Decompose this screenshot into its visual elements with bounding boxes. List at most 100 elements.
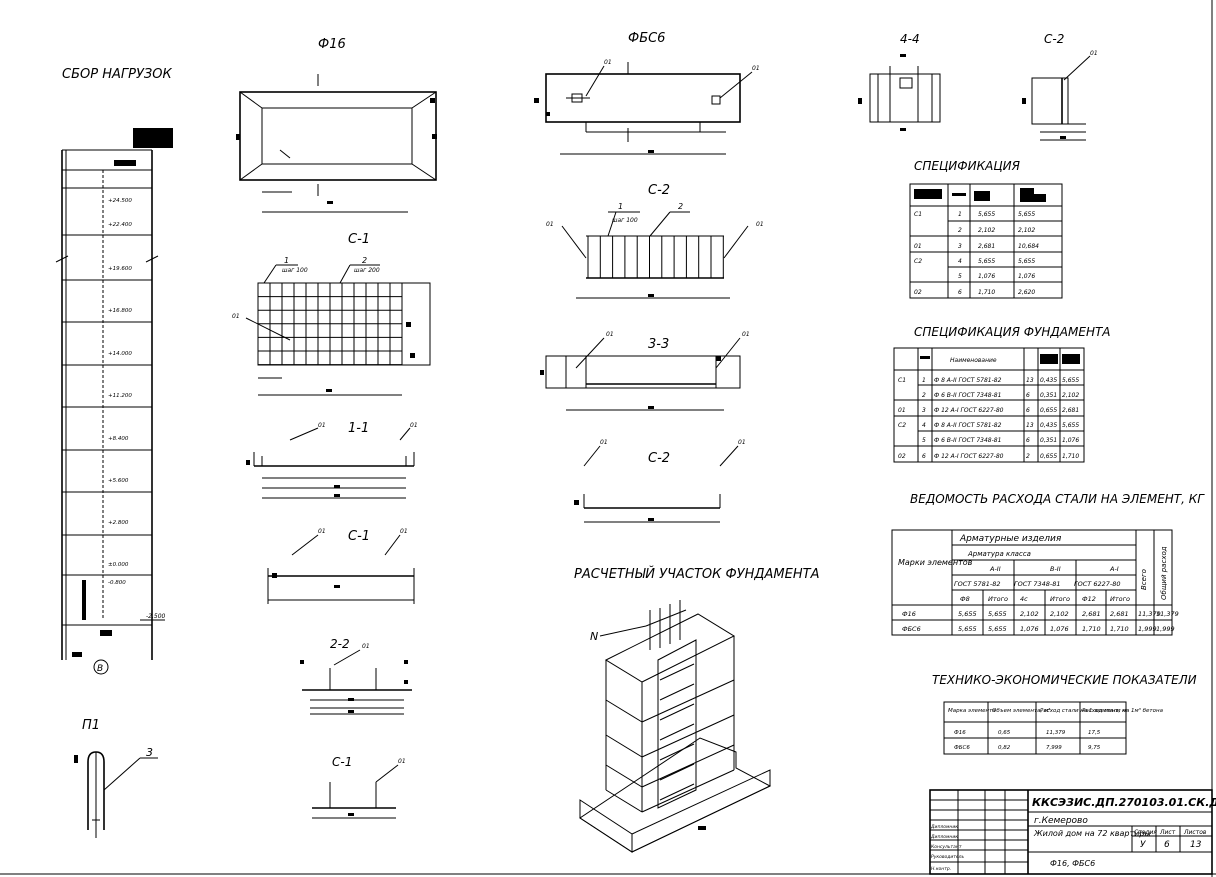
spec-cell: 3 — [958, 243, 962, 250]
spec-f-cell: 13 — [1026, 422, 1034, 429]
steel-cell: 1,076 — [1020, 625, 1039, 633]
spec-f-cell: 1,076 — [1062, 437, 1079, 444]
spec-f-cell: Ф 8 А-II ГОСТ 5781-82 — [934, 422, 1002, 429]
spec-f-cell: 0,435 — [1040, 422, 1057, 429]
callout-label: 01 — [398, 758, 406, 765]
spec-f-cell: 3 — [922, 407, 926, 414]
steel-gost: ГОСТ 6227-80 — [1074, 580, 1120, 588]
steel-sub: Итого — [988, 595, 1008, 603]
title-f16: Ф16 — [318, 37, 346, 52]
spec-f-cell: 1,710 — [1062, 453, 1079, 460]
c2-top: 01 — [1022, 50, 1098, 141]
stamp-role: Руководитель — [931, 854, 965, 860]
callout-label: 01 — [318, 528, 326, 535]
title-fbs6: ФБС6 — [628, 31, 665, 46]
stamp-sheet: 6 — [1164, 840, 1170, 850]
title-s11: 1-1 — [348, 421, 369, 436]
spec-cell: 1,076 — [1018, 273, 1035, 280]
level-mark: +22.400 — [108, 222, 132, 228]
title-loads: СБОР НАГРУЗОК — [62, 67, 172, 82]
callout-label: 01 — [1090, 50, 1098, 57]
steel-gost: ГОСТ 7348-81 — [1014, 580, 1060, 588]
spec-f-cell: 13 — [1026, 377, 1034, 384]
tep-cell: Ф16 — [954, 730, 966, 736]
steel-total-header: Всего — [1140, 569, 1148, 590]
callout-label: 01 — [604, 59, 612, 66]
spec-cell: 5,655 — [978, 258, 995, 265]
section-2-2: 01 — [300, 643, 412, 715]
tep-cell: 17,5 — [1088, 730, 1101, 736]
pos-label: 2 — [678, 202, 683, 211]
c1-mesh: 1 шаг 100 2 шаг 200 01 — [232, 256, 431, 396]
section-1-1: 01 01 — [246, 422, 418, 499]
steel-cell: 2,102 — [1020, 610, 1039, 618]
stamp-sheets-head: Листов — [1183, 829, 1207, 836]
spec-cell: 1,710 — [978, 289, 995, 296]
spec-f-cell: 0,655 — [1040, 407, 1057, 414]
title-c2-mid: С-2 — [648, 183, 670, 198]
roof-parapet — [133, 128, 173, 148]
title-c1-mesh: С-1 — [348, 232, 370, 247]
title-c1-bottom: С-1 — [332, 755, 352, 769]
p1-position: 3 — [146, 746, 153, 759]
level-mark: +19.600 — [108, 266, 132, 272]
f16-plan — [236, 74, 437, 213]
spec-cell: 5,655 — [1018, 211, 1035, 218]
pos-label: 1 — [284, 256, 289, 265]
steel-table: Марки элементов Арматурные изделия Армат… — [891, 529, 1179, 636]
title-plot: РАСЧЕТНЫЙ УЧАСТОК ФУНДАМЕНТА — [574, 566, 819, 582]
spec-cell: 6 — [958, 289, 962, 296]
spec-f-cell: 2 — [1026, 453, 1030, 460]
steel-cell: 11,379 — [1156, 610, 1179, 618]
title-s22: 2-2 — [330, 637, 350, 651]
callout-label: 01 — [752, 65, 760, 72]
steel-sub: Итого — [1050, 595, 1070, 603]
level-mark: +5.600 — [108, 478, 129, 484]
spec-f-header: Наименование — [950, 357, 997, 364]
spec-f-cell: 02 — [898, 453, 906, 460]
tep-head: Расход стали на 1м³ бетона — [1082, 707, 1164, 714]
steel-cell: ФБС6 — [902, 625, 921, 633]
spec-f-cell: 6 — [922, 453, 926, 460]
spec-f-cell: 5,655 — [1062, 377, 1079, 384]
stamp-sheet-title: Ф16, ФБС6 — [1050, 859, 1095, 868]
level-mark: +11.200 — [108, 393, 132, 399]
title-s33: 3-3 — [648, 337, 669, 352]
tep-head: Объем элемента, м³ — [992, 707, 1051, 714]
spec-f-cell: 6 — [1026, 392, 1030, 399]
p1-detail: 3 — [74, 746, 158, 838]
callout-label: 01 — [400, 528, 408, 535]
steel-cell: 2,681 — [1110, 610, 1129, 618]
spec-cell: 4 — [958, 258, 962, 265]
spec-f-cell: 1 — [922, 377, 926, 384]
callout-label: 01 — [546, 221, 554, 228]
callout-label: 01 — [318, 422, 326, 429]
spec-cell: 01 — [914, 243, 922, 250]
tep-cell: 0,65 — [998, 730, 1011, 736]
spec-f-cell: 6 — [1026, 437, 1030, 444]
spec-cell: 1,076 — [978, 273, 995, 280]
steel-cell: Ф16 — [902, 610, 916, 618]
stamp-role: Консультант — [931, 844, 962, 850]
force-label: N — [590, 630, 598, 643]
level-mark: +8.400 — [108, 436, 129, 442]
title-spec-f: СПЕЦИФИКАЦИЯ ФУНДАМЕНТА — [914, 325, 1111, 339]
fbs6-elevation: 01 01 — [534, 59, 760, 155]
axis-marker — [93, 659, 109, 675]
steel-class-header: Арматура класса — [967, 550, 1031, 558]
steel-marks-header: Марки элементов — [898, 558, 973, 567]
tep-cell: 7,999 — [1046, 745, 1062, 751]
title-c1-elev: С-1 — [348, 529, 370, 544]
stamp-role: Дипломник — [930, 824, 958, 830]
spec-f-cell: Ф 6 В-II ГОСТ 7348-81 — [934, 392, 1001, 399]
spec-f-cell: 0,655 — [1040, 453, 1057, 460]
spec-cell: 5 — [958, 273, 962, 280]
callout-label: 01 — [232, 313, 240, 320]
c1-elevation: 01 01 — [267, 528, 415, 604]
spec-cell: С1 — [914, 211, 922, 218]
spec-cell: 02 — [914, 289, 922, 296]
tep-cell: 11,379 — [1046, 730, 1066, 736]
